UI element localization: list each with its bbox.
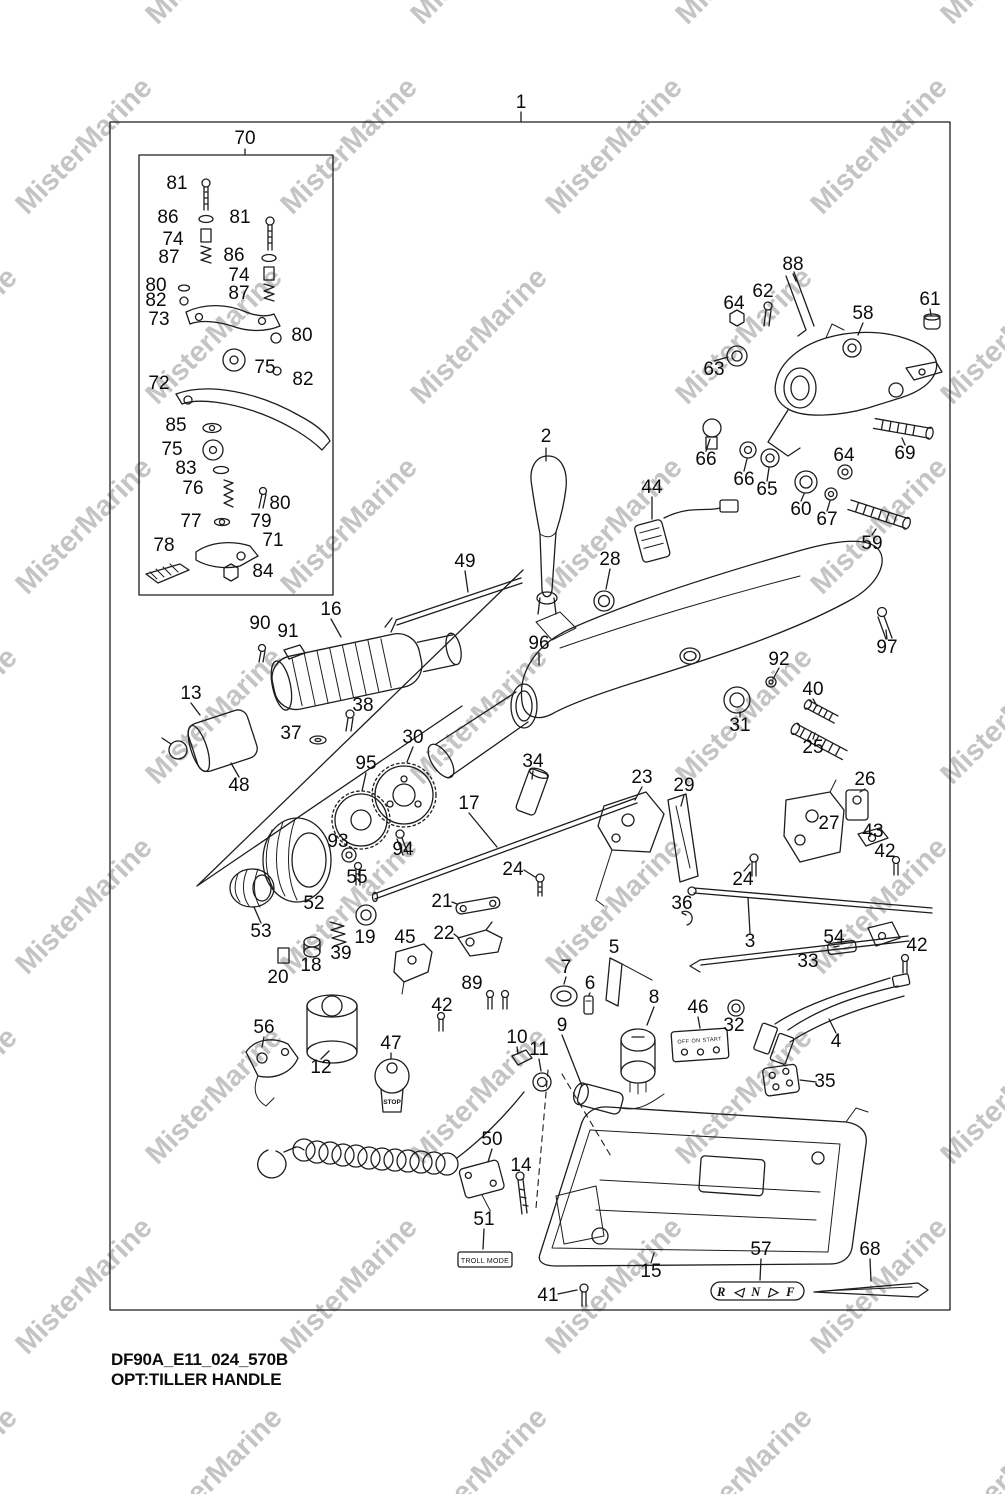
lower-housing [458,1069,869,1307]
grip-sleeve [161,709,355,773]
shift-lever [530,455,615,641]
lanyard-cord [257,1049,552,1179]
cable-brackets [783,779,901,876]
inset-parts-group [145,178,331,584]
gear-indicator-plate: R ◁ N ▷ F [710,1281,805,1301]
friction-discs [331,762,437,886]
drawing-title: OPT:TILLER HANDLE [111,1370,282,1389]
leader-lines [190,111,932,1295]
troll-mode-label: TROLL MODE [461,1258,509,1265]
zoom-wedge-lines [196,569,524,887]
ignition-panel: OFF ON START [670,1027,730,1063]
mount-bracket [702,271,943,530]
tiller-arm-body [427,540,893,779]
stop-switch [245,994,358,1107]
drawing-footer: DF90A_E11_024_570B OPT:TILLER HANDLE [111,1350,288,1390]
stop-key-label: STOP [383,1099,401,1106]
throttle-rod [384,577,523,633]
drawing-code: DF90A_E11_024_570B [111,1350,288,1369]
shift-brackets [393,791,699,1032]
gear-indicator-label: R ◁ N ▷ F [716,1285,797,1299]
diagram-frame [109,121,951,1311]
throttle-shaft [371,767,638,903]
ignition-panel-label: OFF ON START [677,1036,722,1045]
trim-strip [813,1282,929,1298]
stop-key: STOP [374,1058,410,1113]
boot-and-knob [229,817,377,964]
troll-mode-plate: TROLL MODE [457,1251,513,1268]
harness-connector [634,499,739,563]
main-harness [753,973,911,1097]
shift-rods [687,853,933,974]
handle-grip [257,632,462,711]
ignition-cluster: OFF ON START [550,957,745,1115]
